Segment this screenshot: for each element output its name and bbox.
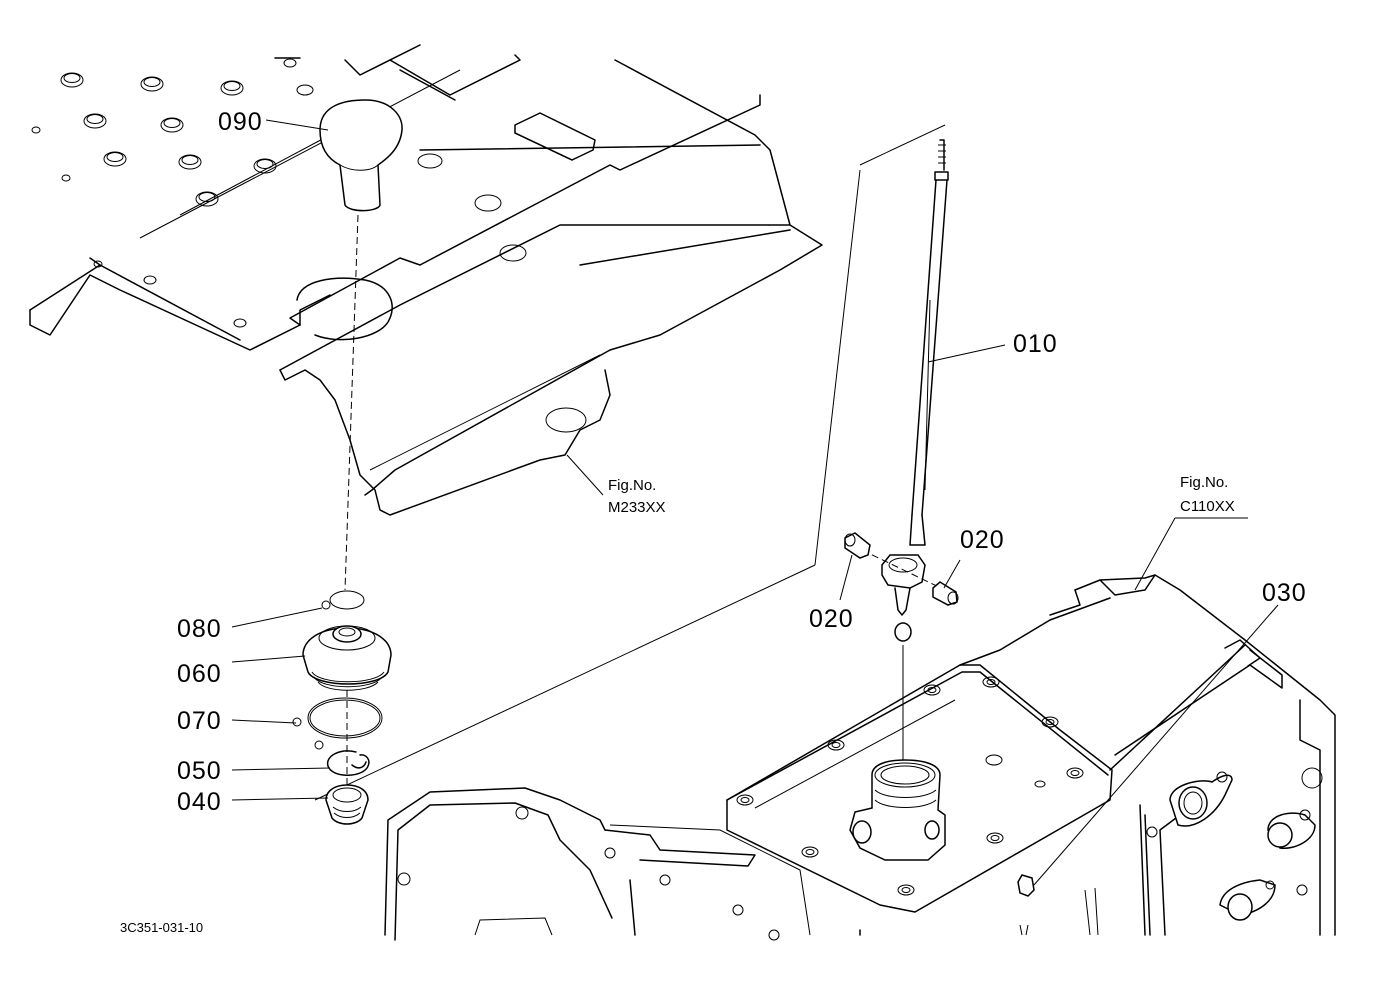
fig-ref-c110-line1: Fig.No. xyxy=(1180,474,1228,491)
gear-knob-090 xyxy=(319,99,403,212)
leader-lines xyxy=(231,119,1279,886)
transmission-case xyxy=(384,574,1336,941)
floor-plate xyxy=(29,44,823,516)
oring-080 xyxy=(321,590,365,610)
pin-020-right xyxy=(932,581,959,606)
part-label-020-left: 020 xyxy=(809,605,854,633)
part-label-070: 070 xyxy=(177,707,222,735)
lever-axis-line xyxy=(861,549,946,591)
part-label-010: 010 xyxy=(1013,330,1058,358)
bushing-040 xyxy=(325,784,369,825)
part-label-020-right: 020 xyxy=(960,526,1005,554)
part-label-080: 080 xyxy=(177,615,222,643)
seal-cap-060 xyxy=(302,625,392,691)
part-label-060: 060 xyxy=(177,660,222,688)
part-label-090: 090 xyxy=(218,108,263,136)
boundary-lines xyxy=(314,124,946,801)
pin-020-left xyxy=(844,532,871,559)
fig-ref-m233-line2: M233XX xyxy=(608,499,666,516)
circlip-050 xyxy=(326,750,370,776)
knob-axis-line xyxy=(344,214,359,591)
part-label-030: 030 xyxy=(1262,579,1307,607)
fig-ref-m233-line1: Fig.No. xyxy=(608,477,656,494)
oring-070 xyxy=(292,697,383,750)
fig-ref-c110-line2: C110XX xyxy=(1180,498,1235,515)
shift-lever-010 xyxy=(881,139,949,642)
part-label-050: 050 xyxy=(177,757,222,785)
part-label-040: 040 xyxy=(177,788,222,816)
diagram-code: 3C351-031-10 xyxy=(120,920,203,935)
